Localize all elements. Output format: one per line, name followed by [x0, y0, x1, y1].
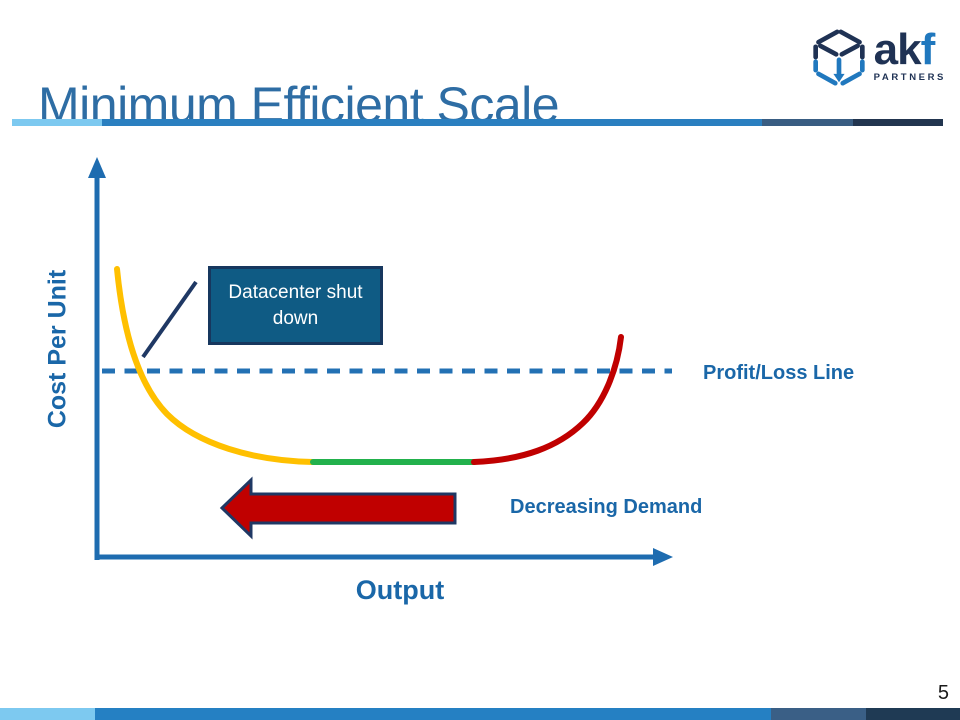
cost-curve-red-segment — [471, 334, 624, 465]
cube-down-arrowhead — [833, 73, 845, 83]
callout-text: Datacenter shut down — [228, 281, 363, 329]
decreasing-demand-arrow — [219, 476, 457, 540]
y-axis-label: Cost Per Unit — [43, 269, 72, 429]
divider-segment-slate — [762, 119, 853, 126]
logo-text: akf PARTNERS — [873, 28, 946, 84]
logo-wordmark-ak: ak — [873, 25, 922, 74]
footer-segment-blue — [95, 708, 771, 720]
logo-wordmark-f: f — [920, 25, 936, 74]
cost-curve-yellow-segment — [114, 266, 316, 465]
decreasing-demand-label: Decreasing Demand — [510, 496, 703, 518]
footer-segment-slate — [771, 708, 866, 720]
logo-subtext: PARTNERS — [873, 72, 946, 84]
cube-bottom-edges — [812, 57, 865, 86]
footer-segment-navy — [866, 708, 960, 720]
footer-segment-light — [0, 708, 95, 720]
datacenter-shutdown-callout: Datacenter shut down — [208, 266, 383, 345]
akf-cube-icon — [812, 29, 865, 86]
profit-loss-line-label: Profit/Loss Line — [703, 362, 855, 384]
akf-partners-logo: akf PARTNERS — [811, 28, 946, 88]
page-number: 5 — [937, 682, 949, 704]
divider-segment-blue — [102, 119, 762, 126]
cube-top-edges — [812, 29, 865, 60]
divider-segment-light — [12, 119, 102, 126]
logo-wordmark: akf — [874, 28, 936, 72]
divider-segment-navy — [853, 119, 943, 126]
callout-leader-line — [141, 280, 198, 359]
y-axis-arrowhead — [88, 157, 106, 178]
x-axis-label: Output — [355, 575, 445, 605]
x-axis-arrowhead — [653, 548, 673, 566]
